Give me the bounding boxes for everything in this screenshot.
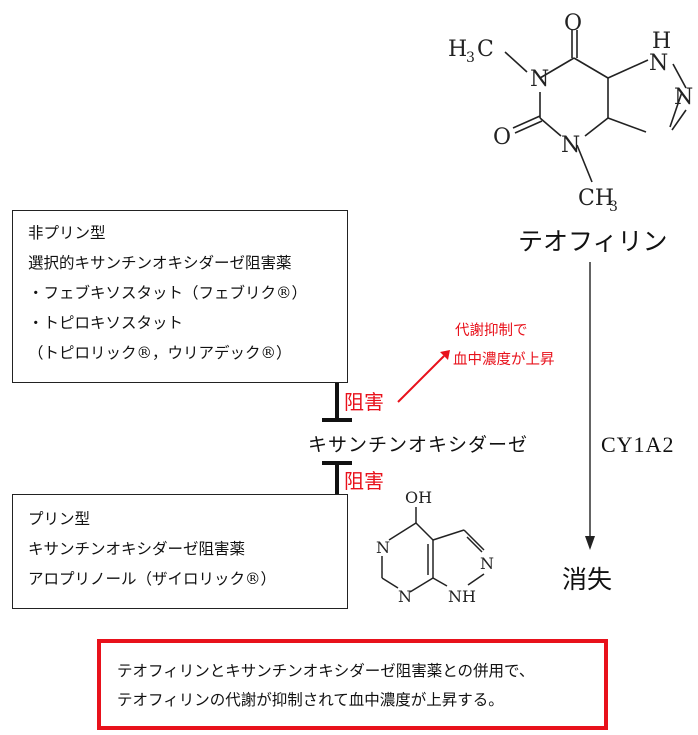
purine-line-3: アロプリノール（ザイロリック®） <box>28 570 277 588</box>
non-purine-line-4: ・トピロキソスタット <box>28 314 184 332</box>
theophylline-structure <box>504 30 687 183</box>
atom-n7-h: H <box>652 29 671 54</box>
effect-label-line2: 血中濃度が上昇 <box>453 352 555 368</box>
purine-line-1: プリン型 <box>28 510 91 528</box>
non-purine-line-1: 非プリン型 <box>28 224 106 242</box>
atom-n1: N <box>530 67 549 92</box>
cyp1a2-label: CY1A2 <box>601 432 675 457</box>
metabolism-arrow <box>585 262 595 550</box>
atom-h3c-h: H <box>448 37 467 62</box>
inhibition-bar-top <box>322 383 352 422</box>
elimination-label: 消失 <box>562 565 613 594</box>
atom-n7: N <box>649 51 668 76</box>
allopurinol-structure <box>381 507 485 593</box>
xanthine-oxidase-label: キサンチンオキシダーゼ <box>308 434 529 456</box>
atom-nh: NH <box>448 587 476 606</box>
atom-n-left: N <box>376 538 390 557</box>
summary-line-2: テオフィリンの代謝が抑制されて血中濃度が上昇する。 <box>117 691 504 709</box>
atom-oh: OH <box>405 488 432 507</box>
inhibition-bar-bottom <box>322 461 352 494</box>
non-purine-line-2: 選択的キサンチンオキシダーゼ阻害薬 <box>28 254 292 272</box>
allopurinol-atoms: OH N N N NH <box>376 488 494 606</box>
atom-h3c-c: C <box>477 37 494 62</box>
atom-h3c-3: 3 <box>466 50 475 66</box>
atom-n9: N <box>674 85 693 110</box>
atom-n-right: N <box>480 554 494 573</box>
atom-o6: O <box>564 11 582 36</box>
atom-o2: O <box>493 125 511 150</box>
effect-label-line1: 代謝抑制で <box>455 323 528 339</box>
purine-inhibitor-box: プリン型 キサンチンオキシダーゼ阻害薬 アロプリノール（ザイロリック®） <box>12 494 348 609</box>
non-purine-line-5: （トピロリック®，ウリアデック®） <box>28 344 292 362</box>
inhibit-label-bottom: 阻害 <box>344 469 384 493</box>
atom-n-bottom: N <box>398 587 412 606</box>
non-purine-line-3: ・フェブキソスタット（フェブリク®） <box>28 284 308 302</box>
non-purine-inhibitor-box: 非プリン型 選択的キサンチンオキシダーゼ阻害薬 ・フェブキソスタット（フェブリク… <box>12 210 348 383</box>
theophylline-label: テオフィリン <box>518 227 668 256</box>
effect-arrow <box>397 350 450 403</box>
atom-ch3-ch: CH <box>578 186 614 211</box>
summary-callout: テオフィリンとキサンチンオキシダーゼ阻害薬との併用で、 テオフィリンの代謝が抑制… <box>97 639 608 730</box>
theophylline-atoms: H 3 C N O H N N O N CH 3 <box>448 11 693 215</box>
summary-line-1: テオフィリンとキサンチンオキシダーゼ阻害薬との併用で、 <box>117 662 535 680</box>
atom-ch3-3: 3 <box>609 199 618 215</box>
atom-n3: N <box>561 133 580 158</box>
purine-line-2: キサンチンオキシダーゼ阻害薬 <box>28 540 246 558</box>
inhibit-label-top: 阻害 <box>344 390 384 414</box>
